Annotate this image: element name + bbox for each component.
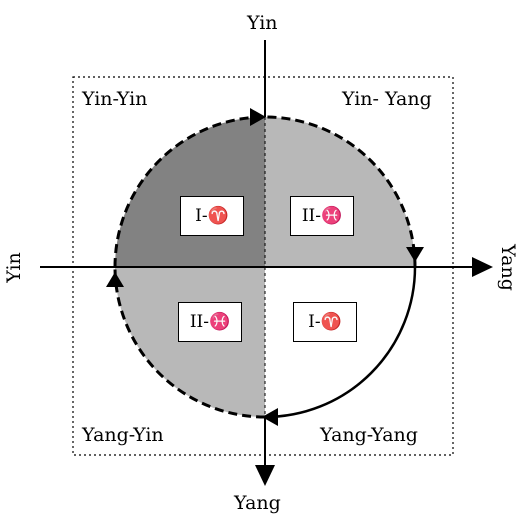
axis-label-bottom: Yang (234, 492, 281, 514)
corner-label-bottom-left: Yang-Yin (82, 424, 164, 446)
flow-arrow-bottom (262, 408, 278, 426)
vertical-axis-arrowhead (255, 465, 275, 486)
corner-label-top-right: Yin- Yang (342, 88, 432, 110)
axis-label-left: Yin (2, 252, 25, 283)
corner-label-top-left: Yin-Yin (82, 88, 148, 110)
quadrant-fill-bottom-left (115, 267, 265, 417)
horizontal-axis-arrowhead (472, 257, 493, 277)
quadrant-box-top-right: II-♓ (290, 196, 354, 236)
quadrant-box-bottom-left: II-♓ (178, 302, 242, 342)
flow-arrow-top (250, 108, 266, 126)
axis-label-right: Yang (496, 244, 519, 291)
dashed-circle-arc-lower (113, 266, 266, 419)
axis-label-top: Yin (247, 12, 278, 34)
corner-label-bottom-right: Yang-Yang (320, 424, 418, 446)
dashed-circle-arc (113, 115, 417, 268)
quadrant-box-top-left: I-♈ (180, 196, 244, 236)
quadrant-fill-top-left (115, 117, 265, 267)
solid-circle-arc (264, 266, 417, 419)
quadrant-fill-top-right (265, 117, 415, 267)
quadrant-box-bottom-right: I-♈ (293, 302, 357, 342)
flow-arrow-left (106, 272, 124, 287)
flow-arrow-right (406, 247, 424, 262)
quadrant-fill-bottom-right (265, 267, 415, 417)
